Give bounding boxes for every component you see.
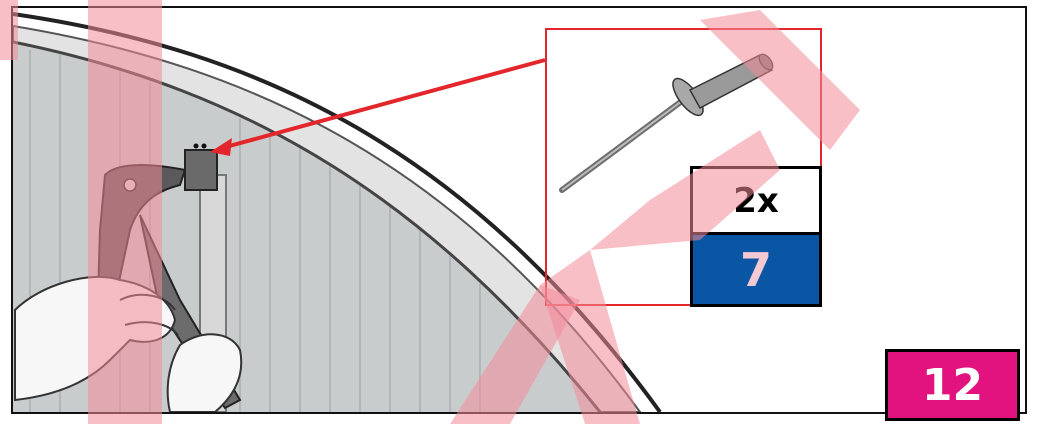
quantity-badge: 2x <box>690 166 822 235</box>
part-number-badge: 7 <box>690 235 822 307</box>
rivet-hole <box>194 144 199 149</box>
bracket <box>185 150 217 190</box>
rivet-hole <box>202 144 207 149</box>
step-number-badge: 12 <box>885 349 1020 421</box>
